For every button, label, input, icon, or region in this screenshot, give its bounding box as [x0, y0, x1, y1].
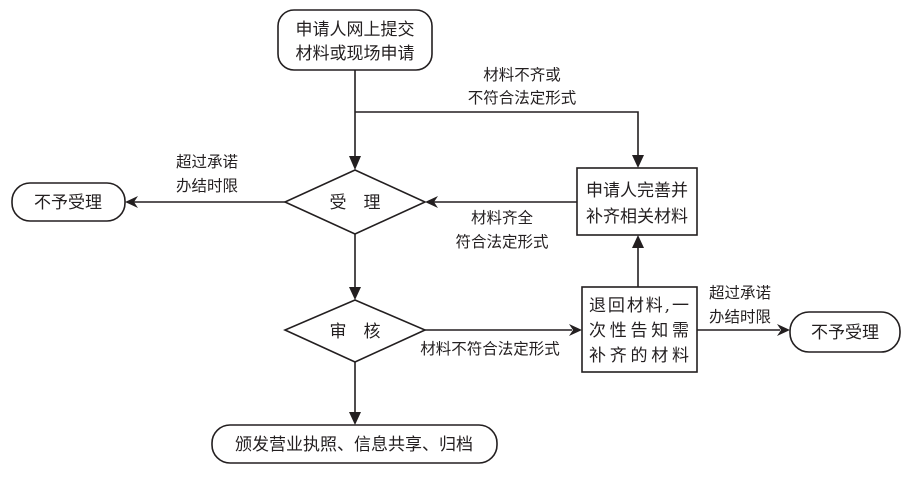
node-start-shape — [277, 9, 433, 71]
node-issue-shape — [211, 424, 498, 464]
node-reject-right-shape — [789, 311, 901, 353]
edge-label-supplement-to-accept-line-1: 材料齐全 — [471, 209, 534, 227]
node-return-line-3: 补齐的材料 — [589, 346, 689, 366]
node-accept: 受 理 — [283, 169, 427, 235]
node-return-line-2: 次性告知需 — [589, 321, 689, 341]
node-reject-right: 不予受理 — [789, 311, 901, 353]
arrowhead-down-icon — [349, 412, 361, 425]
edge-label-return-to-reject-right-line-1: 超过承诺 — [709, 284, 771, 302]
node-accept-label: 受 理 — [330, 193, 381, 213]
arrowhead-left-icon — [425, 196, 438, 208]
node-supplement-line-1: 申请人完善并 — [586, 181, 688, 201]
edge-labels: 材料不齐或 不符合法定形式 超过承诺 办结时限 材料齐全 符合法定形式 材料不符… — [176, 66, 771, 358]
node-reject-right-label: 不予受理 — [811, 323, 879, 343]
node-supplement-shape — [576, 167, 698, 236]
node-issue: 颁发营业执照、信息共享、归档 — [211, 424, 498, 464]
arrowhead-down-icon — [349, 287, 361, 300]
edge-label-supplement-to-accept-line-2: 符合法定形式 — [455, 233, 548, 251]
edge-label-start-to-supplement-line-1: 材料不齐或 — [483, 66, 561, 84]
node-supplement-line-2: 补齐相关材料 — [586, 207, 688, 227]
arrowhead-down-icon — [349, 156, 361, 170]
arrowhead-right-icon — [777, 324, 790, 336]
arrowhead-up-icon — [632, 235, 644, 248]
node-return: 退回材料,一 次性告知需 补齐的材料 — [581, 286, 698, 373]
edge-label-accept-to-reject-left-line-2: 办结时限 — [176, 177, 238, 195]
arrowhead-left-icon — [125, 196, 138, 208]
node-return-line-1: 退回材料,一 — [589, 296, 689, 316]
edge-label-accept-to-reject-left-line-1: 超过承诺 — [176, 153, 238, 171]
edge-label-return-to-reject-right-line-2: 办结时限 — [709, 308, 771, 326]
node-start: 申请人网上提交 材料或现场申请 — [277, 9, 433, 71]
node-start-line-2: 材料或现场申请 — [296, 44, 415, 64]
node-review: 审 核 — [283, 299, 427, 363]
node-start-line-1: 申请人网上提交 — [296, 20, 415, 40]
node-review-label: 审 核 — [330, 322, 381, 342]
node-accept-shape — [283, 169, 427, 235]
edge-label-start-to-supplement-line-2: 不符合法定形式 — [468, 89, 577, 107]
arrowhead-right-icon — [569, 324, 582, 336]
edge-start-to-supplement — [355, 111, 639, 158]
node-reject-left-shape — [11, 182, 126, 222]
edges — [125, 70, 790, 425]
node-issue-label: 颁发营业执照、信息共享、归档 — [235, 435, 473, 455]
node-supplement: 申请人完善并 补齐相关材料 — [576, 167, 698, 236]
edge-label-review-to-return: 材料不符合法定形式 — [420, 340, 560, 358]
arrowhead-down-icon — [632, 155, 644, 168]
node-review-shape — [283, 299, 427, 363]
node-reject-left-label: 不予受理 — [34, 193, 102, 213]
node-reject-left: 不予受理 — [11, 182, 126, 222]
node-return-shape — [581, 286, 698, 373]
